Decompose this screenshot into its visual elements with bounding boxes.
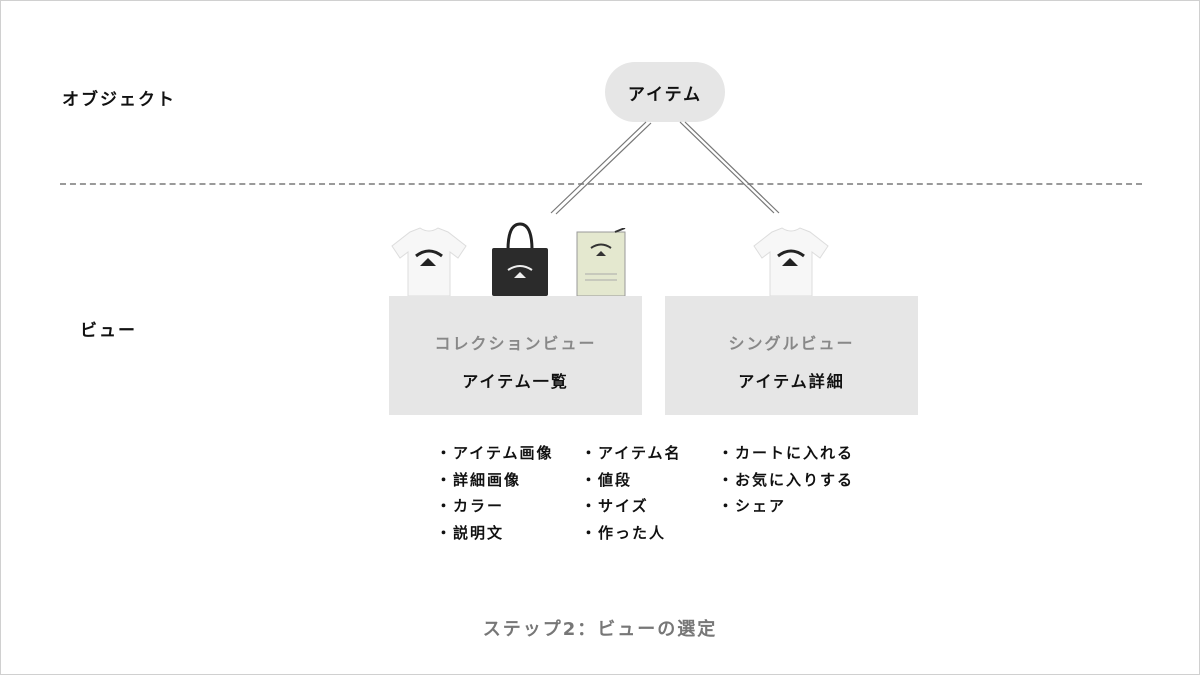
action-list: カートに入れる お気に入りする シェア <box>718 440 854 520</box>
view-layer-label: ビュー <box>80 321 137 341</box>
slide-caption: ステップ2：ビューの選定 <box>482 619 718 640</box>
list-item: 値段 <box>581 467 682 494</box>
list-item: 作った人 <box>581 520 682 547</box>
connector-right-a <box>679 121 775 214</box>
list-item: カラー <box>436 493 554 520</box>
single-view-box: シングルビュー アイテム詳細 <box>665 296 918 415</box>
view-type-label: コレクションビュー <box>434 334 597 353</box>
notebook-image <box>576 228 626 296</box>
list-item: アイテム画像 <box>436 440 554 467</box>
object-layer-label: オブジェクト <box>62 90 176 110</box>
object-node-item: アイテム <box>605 62 725 122</box>
list-item: 詳細画像 <box>436 467 554 494</box>
connector-right-b <box>684 121 780 214</box>
view-type-label: シングルビュー <box>728 334 855 353</box>
tshirt-image <box>391 227 467 296</box>
view-name-label: アイテム詳細 <box>738 372 845 391</box>
tote-bag-image <box>492 222 548 296</box>
view-name-label: アイテム一覧 <box>462 372 569 391</box>
list-item: アイテム名 <box>581 440 682 467</box>
connector-left-b <box>555 122 652 215</box>
tshirt-image <box>753 227 829 296</box>
list-item: シェア <box>718 493 854 520</box>
list-item: カートに入れる <box>718 440 854 467</box>
attribute-list-1: アイテム画像 詳細画像 カラー 説明文 <box>436 440 554 546</box>
layer-divider <box>60 183 1142 185</box>
collection-view-box: コレクションビュー アイテム一覧 <box>389 296 642 415</box>
list-item: お気に入りする <box>718 467 854 494</box>
list-item: サイズ <box>581 493 682 520</box>
attribute-list-2: アイテム名 値段 サイズ 作った人 <box>581 440 682 546</box>
list-item: 説明文 <box>436 520 554 547</box>
connector-left-a <box>550 121 647 214</box>
